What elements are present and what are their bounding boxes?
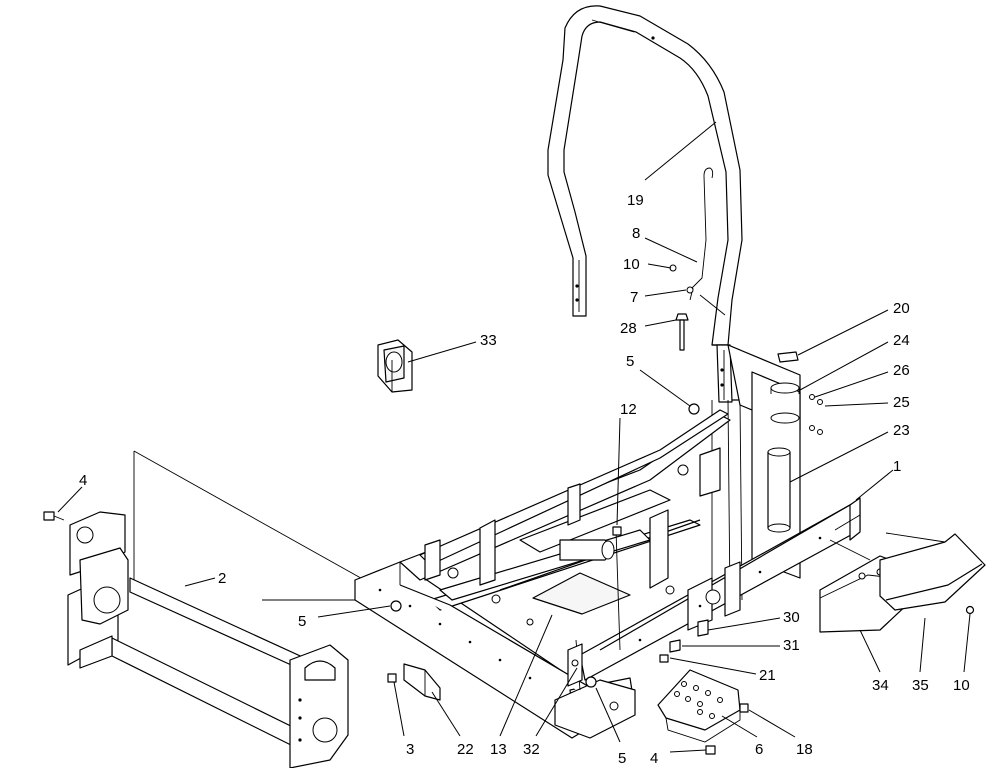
washers-24 bbox=[770, 382, 800, 424]
callout-28: 28 bbox=[620, 320, 637, 337]
callout-7: 7 bbox=[630, 289, 638, 306]
callout-20: 20 bbox=[893, 300, 910, 317]
foot-plate-6 bbox=[657, 669, 741, 743]
bolt-4-bottom bbox=[705, 745, 716, 755]
main-frame bbox=[354, 409, 861, 739]
latch-rod bbox=[689, 167, 714, 301]
latch-plate-30 bbox=[697, 619, 709, 637]
bolt-3 bbox=[387, 673, 397, 683]
callout-35: 35 bbox=[912, 677, 929, 694]
spacer-23 bbox=[767, 447, 791, 533]
bolt-4-left bbox=[43, 511, 65, 521]
nut-12 bbox=[612, 526, 622, 536]
callout-2: 2 bbox=[218, 570, 226, 587]
callout-24: 24 bbox=[893, 332, 910, 349]
front-bumper-assembly bbox=[67, 450, 404, 768]
callout-18: 18 bbox=[796, 741, 813, 758]
nut-5-upper bbox=[688, 403, 700, 415]
callout-34: 34 bbox=[872, 677, 889, 694]
callout-5: 5 bbox=[618, 750, 626, 767]
callout-23: 23 bbox=[893, 422, 910, 439]
callout-13: 13 bbox=[490, 741, 507, 758]
leader-lines bbox=[57, 121, 971, 753]
callout-5: 5 bbox=[626, 353, 634, 370]
cover-plate-35 bbox=[879, 532, 986, 611]
callout-8: 8 bbox=[632, 225, 640, 242]
bracket-32 bbox=[567, 643, 583, 687]
callout-31: 31 bbox=[783, 637, 800, 654]
callout-6: 6 bbox=[755, 741, 763, 758]
bolt-20 bbox=[777, 351, 799, 363]
latch-31 bbox=[669, 639, 681, 653]
callout-19: 19 bbox=[627, 192, 644, 209]
bracket-33 bbox=[377, 339, 413, 393]
callout-33: 33 bbox=[480, 332, 497, 349]
callout-10: 10 bbox=[623, 256, 640, 273]
screw-10-right bbox=[965, 605, 975, 615]
nut-5-front bbox=[585, 676, 597, 688]
callout-26: 26 bbox=[893, 362, 910, 379]
bolt-21 bbox=[659, 654, 669, 663]
callout-32: 32 bbox=[523, 741, 540, 758]
callout-10: 10 bbox=[953, 677, 970, 694]
callout-12: 12 bbox=[620, 401, 637, 418]
callout-3: 3 bbox=[406, 741, 414, 758]
nut-5-left bbox=[390, 600, 402, 612]
bolt-18 bbox=[739, 703, 749, 713]
callout-5: 5 bbox=[298, 613, 306, 630]
latch-pin bbox=[669, 264, 694, 351]
callout-21: 21 bbox=[759, 667, 776, 684]
callout-1: 1 bbox=[893, 458, 901, 475]
callout-30: 30 bbox=[783, 609, 800, 626]
bracket-22 bbox=[403, 663, 441, 701]
callout-labels: 19 8 10 7 28 33 5 12 20 24 26 25 23 1 4 … bbox=[79, 192, 970, 767]
callout-4: 4 bbox=[79, 472, 87, 489]
callout-4: 4 bbox=[650, 750, 658, 767]
callout-25: 25 bbox=[893, 394, 910, 411]
callout-22: 22 bbox=[457, 741, 474, 758]
nuts-25-26 bbox=[809, 394, 823, 435]
